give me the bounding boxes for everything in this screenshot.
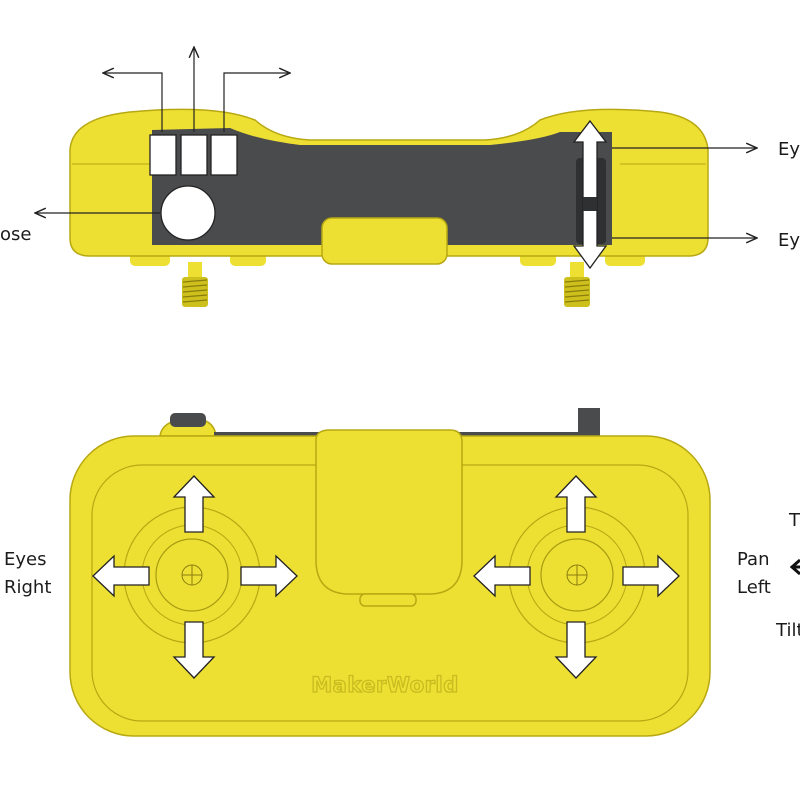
label-pan: Pan <box>737 549 770 570</box>
top-view-clip <box>321 217 448 265</box>
arrow-right-icon <box>240 554 298 598</box>
joystick-left <box>123 506 261 644</box>
label-eyes: Eyes <box>4 549 47 570</box>
label-tilt-top: T <box>789 510 800 531</box>
label-tilt-bottom: Tilt <box>776 620 800 641</box>
dpad-arrows-right <box>473 475 680 679</box>
port-left <box>149 134 177 176</box>
arrow-up-icon <box>172 475 216 533</box>
arrow-left-icon <box>92 554 150 598</box>
port-middle <box>180 134 208 176</box>
label-nose: ose <box>0 224 32 245</box>
label-eye-lower: Ey <box>778 230 800 251</box>
top-knob-cap <box>170 413 206 427</box>
arrow-down-icon <box>172 621 216 679</box>
arrow-left-icon <box>473 554 531 598</box>
nose-port <box>160 185 216 241</box>
front-view-clip <box>315 429 463 595</box>
arrow-up-icon <box>554 475 598 533</box>
port-right <box>210 134 238 176</box>
callout-port-right <box>223 73 290 132</box>
top-view <box>35 47 757 307</box>
front-view: MakerWorld <box>69 408 800 737</box>
label-eye-upper: Eye <box>778 139 800 160</box>
screw-right <box>564 262 590 307</box>
callout-port-left <box>103 73 163 132</box>
slider-knob-gap <box>583 197 597 211</box>
label-left: Left <box>737 577 771 598</box>
top-view-panel <box>152 128 612 245</box>
clip-tab <box>359 593 417 607</box>
arrow-right-icon <box>622 554 680 598</box>
screw-left <box>182 262 208 307</box>
maker-world-logo: MakerWorld <box>311 673 459 697</box>
slider-up-down-arrow-icon <box>572 119 608 270</box>
label-right: Right <box>4 577 52 598</box>
dpad-arrows-left <box>92 475 298 679</box>
arrow-down-icon <box>554 621 598 679</box>
